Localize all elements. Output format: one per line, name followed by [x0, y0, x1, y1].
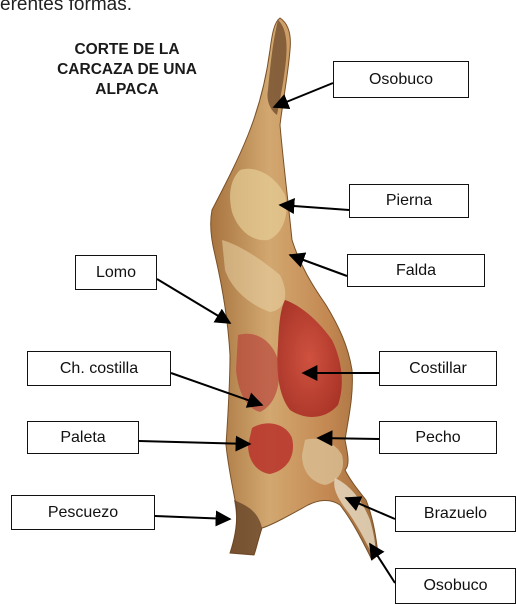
label-ch-costilla: Ch. costilla — [27, 351, 171, 386]
label-osobuco-bottom: Osobuco — [395, 568, 516, 604]
arrow-lomo — [157, 279, 230, 323]
arrow-pescuezo — [155, 516, 230, 519]
label-paleta: Paleta — [27, 421, 139, 454]
label-pierna: Pierna — [349, 184, 469, 218]
label-lomo: Lomo — [75, 255, 157, 290]
arrow-osobuco-bottom — [370, 544, 395, 583]
arrow-pecho — [318, 438, 379, 439]
label-costillar: Costillar — [379, 351, 497, 386]
arrow-pierna — [280, 205, 349, 210]
label-brazuelo: Brazuelo — [395, 496, 516, 532]
label-pescuezo: Pescuezo — [11, 495, 155, 530]
label-pecho: Pecho — [379, 421, 497, 454]
label-osobuco-top: Osobuco — [333, 61, 469, 98]
label-falda: Falda — [347, 254, 485, 287]
